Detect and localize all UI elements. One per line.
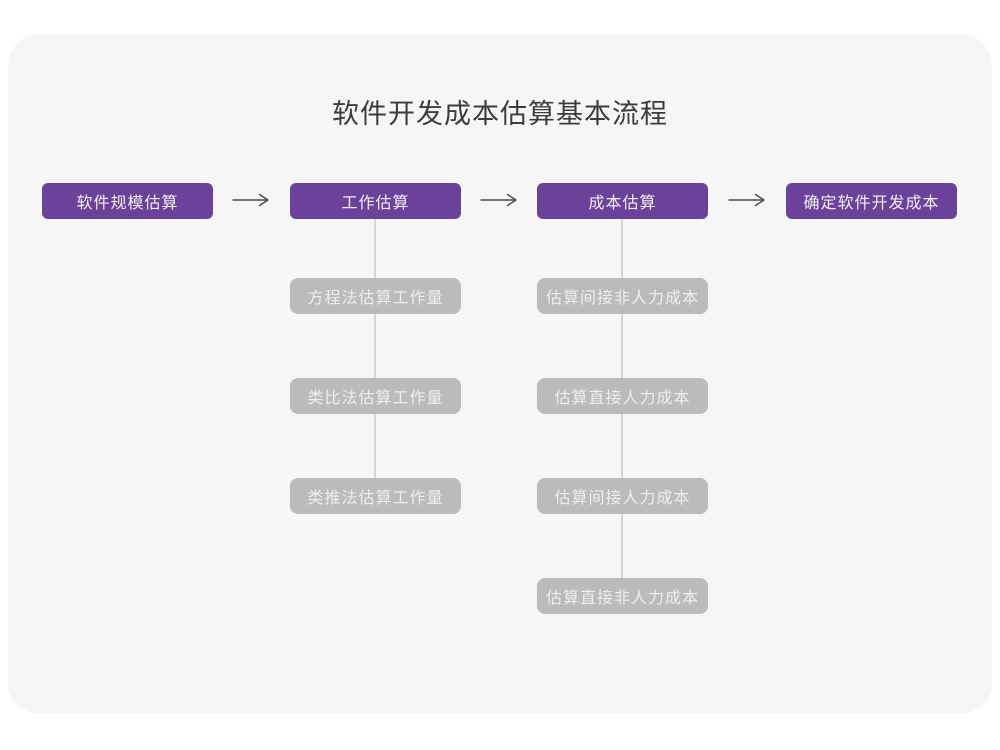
- sub-step-label: 估算间接人力成本: [554, 490, 691, 507]
- sub-step-label: 估算直接人力成本: [554, 390, 691, 407]
- flow-step-label: 软件规模估算: [76, 195, 179, 212]
- sub-step-indirect-labor-cost: 估算间接人力成本: [537, 478, 708, 514]
- right-arrow-icon: [728, 193, 765, 207]
- diagram-card: [8, 35, 992, 713]
- flow-step-label: 成本估算: [588, 195, 657, 212]
- sub-step-equation-method: 方程法估算工作量: [290, 278, 461, 314]
- sub-step-indirect-nonlabor-cost: 估算间接非人力成本: [537, 278, 708, 314]
- sub-step-label: 估算直接非人力成本: [545, 590, 699, 607]
- sub-step-direct-labor-cost: 估算直接人力成本: [537, 378, 708, 414]
- flow-step-label: 工作估算: [341, 195, 410, 212]
- sub-step-label: 估算间接非人力成本: [545, 290, 699, 307]
- sub-step-label: 方程法估算工作量: [307, 290, 444, 307]
- flow-step-cost-estimation: 成本估算: [537, 183, 708, 219]
- right-arrow-icon: [480, 193, 517, 207]
- sub-step-label: 类比法估算工作量: [307, 390, 444, 407]
- sub-step-extrapolation-method: 类推法估算工作量: [290, 478, 461, 514]
- sub-step-label: 类推法估算工作量: [307, 490, 444, 507]
- connector-line-work-estimation: [374, 218, 376, 496]
- diagram-title: 软件开发成本估算基本流程: [332, 99, 668, 129]
- sub-step-analogy-method: 类比法估算工作量: [290, 378, 461, 414]
- flow-step-work-estimation: 工作估算: [290, 183, 461, 219]
- right-arrow-icon: [232, 193, 269, 207]
- flow-step-label: 确定软件开发成本: [803, 195, 940, 212]
- sub-step-direct-nonlabor-cost: 估算直接非人力成本: [537, 578, 708, 614]
- flow-step-software-scale-estimation: 软件规模估算: [42, 183, 213, 219]
- flow-step-determine-dev-cost: 确定软件开发成本: [786, 183, 957, 219]
